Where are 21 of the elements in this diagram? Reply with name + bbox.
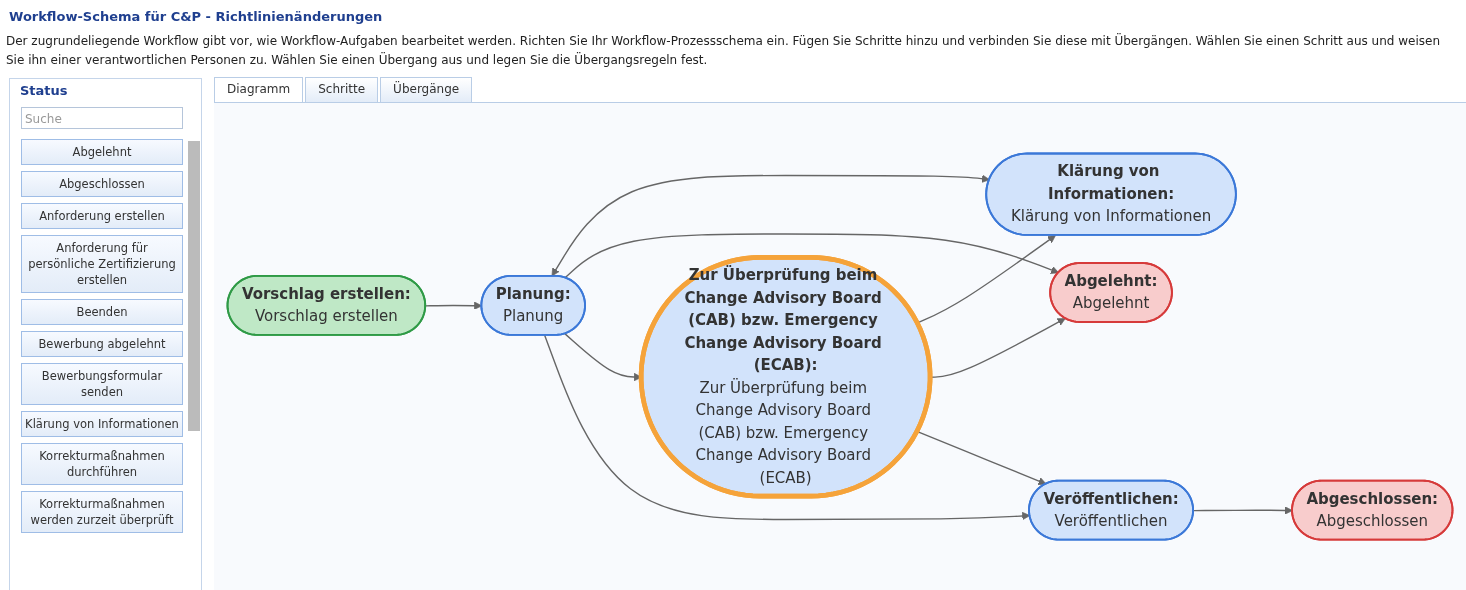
- tab: Diagramm: [214, 77, 304, 102]
- status-list-item: Klärung von Informationen: [21, 411, 183, 437]
- status-list-item: Abgelehnt: [21, 139, 183, 165]
- search-field: Suche: [21, 107, 183, 129]
- status-list-item: Beenden: [21, 299, 183, 325]
- intro-text: Der zugrundeliegende Workflow gibt vor, wie Workflow-Aufgaben bearbeitet werden. Richten Sie Ihr Workflow-Prozessschema ein. Fügen Sie Schritte hinzu und verbinden Sie diese mit Übergängen. Wählen Sie einen Schritt aus und weisen Sie ihn einer verantwortlichen Personen zu. Wählen Sie einen Übergang aus und legen Sie die Übergangsregeln fest.: [6, 32, 1441, 69]
- arrow: [551, 175, 990, 277]
- status-list-item: Abgeschlossen: [21, 171, 183, 197]
- arrow: [564, 233, 1060, 279]
- arrow: [1192, 506, 1293, 516]
- status-list-item: Anforderung erstellen: [21, 203, 183, 229]
- status-list-item: Anforderung für persönliche Zertifizierung erstellen: [21, 235, 183, 293]
- status-list-item: Korrekturmaßnahmen durchführen: [21, 443, 183, 485]
- status-list-item: Bewerbungsformular senden: [21, 363, 183, 405]
- tab: Schritte: [305, 77, 379, 102]
- status-list-item: Korrekturmaßnahmen werden zurzeit überprüft: [21, 491, 183, 533]
- tab: Übergänge: [380, 77, 473, 102]
- arrow: [543, 335, 1031, 521]
- status-list-item: Bewerbung abgelehnt: [21, 331, 183, 357]
- panel-heading: Status: [20, 83, 68, 98]
- page-title: Workflow-Schema für C&P - Richtlinienänderungen: [9, 9, 383, 24]
